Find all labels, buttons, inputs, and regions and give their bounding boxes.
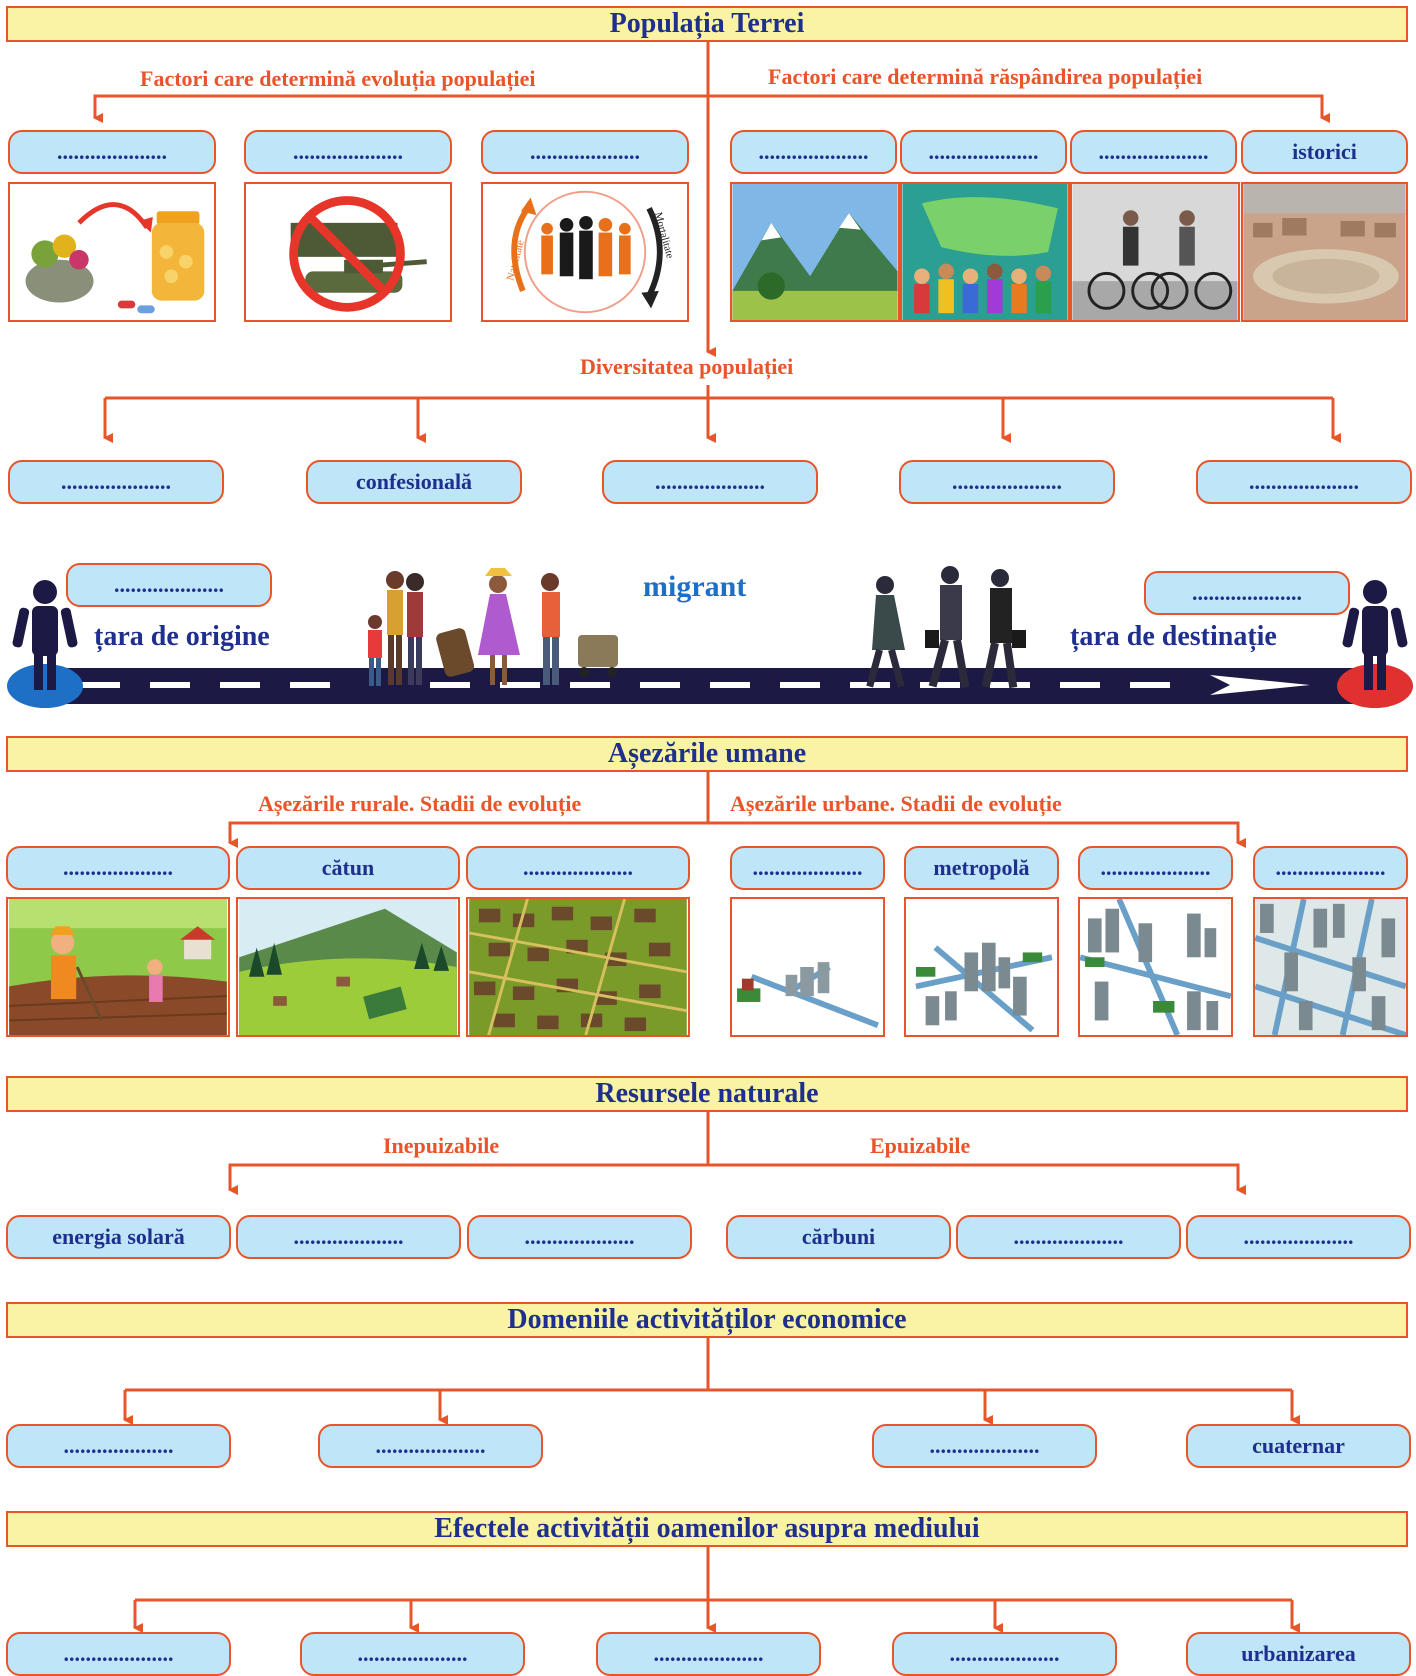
historic-city-image (1241, 182, 1408, 322)
no-war-image (244, 182, 452, 322)
diversity-box-confessional[interactable]: confesională (306, 460, 522, 504)
relief-image (730, 182, 900, 322)
environment-effect-box-2[interactable]: .................... (300, 1632, 525, 1676)
village-image (466, 897, 690, 1037)
settlements-title: Așezările umane (6, 736, 1408, 772)
origin-input-box[interactable]: .................... (66, 563, 272, 607)
resource-box-solar-energy[interactable]: energia solară (6, 1215, 231, 1259)
town-image (730, 897, 885, 1037)
spread-factor-box-1[interactable]: .................... (730, 130, 897, 174)
urban-settlements-label: Așezările urbane. Stadii de evoluție (730, 791, 1062, 816)
diversity-box-4[interactable]: .................... (899, 460, 1115, 504)
evolution-factor-box-2[interactable]: .................... (244, 130, 452, 174)
resource-inexhaustible-box-3[interactable]: .................... (467, 1215, 692, 1259)
resource-exhaustible-box-3[interactable]: .................... (1186, 1215, 1411, 1259)
environment-effect-box-3[interactable]: .................... (596, 1632, 821, 1676)
spread-factor-box-2[interactable]: .................... (900, 130, 1067, 174)
environment-effect-box-4[interactable]: .................... (892, 1632, 1117, 1676)
migrant-label: migrant (643, 570, 747, 603)
rural-stage-box-hamlet[interactable]: cătun (236, 846, 460, 890)
destination-input-box[interactable]: .................... (1144, 571, 1350, 615)
large-city-image (1078, 897, 1233, 1037)
diversity-label: Diversitatea populației (580, 354, 794, 379)
economy-sector-box-quaternary[interactable]: cuaternar (1186, 1424, 1411, 1468)
medicine-image (8, 182, 216, 322)
environment-effect-box-1[interactable]: .................... (6, 1632, 231, 1676)
urban-stage-box-4[interactable]: .................... (1253, 846, 1408, 890)
spread-factor-box-3[interactable]: .................... (1070, 130, 1237, 174)
rural-stage-box-1[interactable]: .................... (6, 846, 230, 890)
urban-stage-box-metropolis[interactable]: metropolă (904, 846, 1059, 890)
destination-country-label: țara de destinație (1070, 621, 1277, 652)
exhaustible-label: Epuizabile (870, 1133, 971, 1158)
environment-effect-box-urbanization[interactable]: urbanizarea (1186, 1632, 1411, 1676)
economy-sector-box-2[interactable]: .................... (318, 1424, 543, 1468)
farm-image (6, 897, 230, 1037)
rural-settlements-label: Așezările rurale. Stadii de evoluție (258, 791, 582, 816)
evolution-factor-box-3[interactable]: .................... (481, 130, 689, 174)
resource-exhaustible-box-2[interactable]: .................... (956, 1215, 1181, 1259)
economy-sector-box-3[interactable]: .................... (872, 1424, 1097, 1468)
inexhaustible-label: Inepuizabile (383, 1133, 500, 1158)
map-people-image (900, 182, 1070, 322)
urban-stage-box-3[interactable]: .................... (1078, 846, 1233, 890)
spread-factors-label: Factori care determină răspândirea popul… (768, 64, 1203, 89)
resource-inexhaustible-box-2[interactable]: .................... (236, 1215, 461, 1259)
economy-sector-box-1[interactable]: .................... (6, 1424, 231, 1468)
spread-factor-box-historical[interactable]: istorici (1241, 130, 1408, 174)
cyclists-image (1070, 182, 1240, 322)
environment-title: Efectele activității oamenilor asupra me… (6, 1511, 1408, 1547)
megalopolis-image (1253, 897, 1408, 1037)
metropolis-image (904, 897, 1059, 1037)
natality-mortality-image: Natalitate Mortalitate (481, 182, 689, 322)
diversity-box-3[interactable]: .................... (602, 460, 818, 504)
hamlet-image (236, 897, 460, 1037)
population-title: Populația Terrei (6, 6, 1408, 42)
evolution-factor-box-1[interactable]: .................... (8, 130, 216, 174)
migration-road (7, 566, 1413, 708)
urban-stage-box-1[interactable]: .................... (730, 846, 885, 890)
resources-title: Resursele naturale (6, 1076, 1408, 1112)
origin-country-label: țara de origine (94, 621, 270, 652)
diversity-box-1[interactable]: .................... (8, 460, 224, 504)
rural-stage-box-3[interactable]: .................... (466, 846, 690, 890)
evolution-factors-label: Factori care determină evoluția populați… (140, 66, 536, 91)
economy-title: Domeniile activităților economice (6, 1302, 1408, 1338)
resource-box-coal[interactable]: cărbuni (726, 1215, 951, 1259)
diversity-box-5[interactable]: .................... (1196, 460, 1412, 504)
